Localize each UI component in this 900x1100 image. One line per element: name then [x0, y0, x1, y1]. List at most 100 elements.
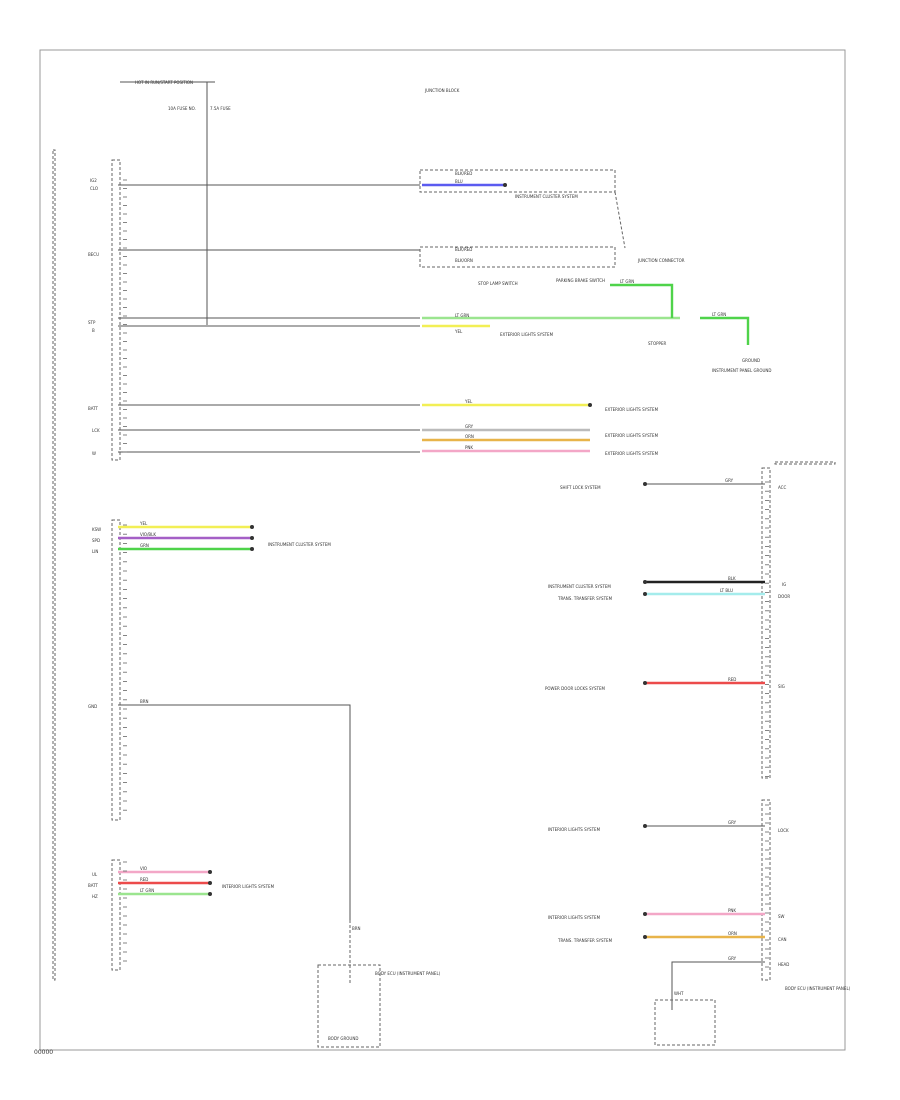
svg-text:ACC: ACC: [778, 485, 786, 490]
green-wire-3: [700, 316, 750, 345]
svg-text:KSW: KSW: [92, 527, 101, 532]
svg-text:HZ: HZ: [92, 894, 98, 899]
svg-text:BLK: BLK: [728, 576, 736, 581]
cluster-label-left: INSTRUMENT CLUSTER SYSTEM: [268, 542, 331, 547]
svg-text:BLK/RED: BLK/RED: [455, 247, 472, 252]
svg-text:SPD: SPD: [92, 538, 100, 543]
left-ground-wire: [118, 704, 351, 920]
svg-text:LCK: LCK: [92, 428, 100, 433]
svg-text:LT GRN: LT GRN: [140, 888, 154, 893]
stopper-label: STOPPER: [648, 341, 666, 346]
svg-text:BRN: BRN: [352, 926, 361, 931]
svg-text:WHT: WHT: [674, 991, 684, 996]
battery-feed: HOT IN RUN/START POSITION 10A FUSE NO. 7…: [120, 80, 460, 325]
svg-text:CAN: CAN: [778, 937, 787, 942]
svg-text:INSTRUMENT CLUSTER SYSTEM: INSTRUMENT CLUSTER SYSTEM: [548, 584, 611, 589]
svg-text:B: B: [92, 328, 95, 333]
svg-text:IG: IG: [782, 582, 786, 587]
svg-text:BLK/ORN: BLK/ORN: [455, 258, 473, 263]
wire-terminal: [250, 536, 254, 540]
right-ground-box: [654, 999, 716, 1046]
wire-terminal: [208, 892, 212, 896]
svg-text:DOOR: DOOR: [778, 594, 790, 599]
fuse-left-label: 10A FUSE NO.: [168, 106, 196, 111]
svg-text:BATT: BATT: [88, 406, 99, 411]
svg-text:CLO: CLO: [90, 186, 98, 191]
svg-text:RED: RED: [728, 677, 736, 682]
svg-text:TRANS. TRANSFER SYSTEM: TRANS. TRANSFER SYSTEM: [557, 596, 613, 601]
wire-terminal: [643, 592, 647, 596]
connector-right-note: BODY ECU (INSTRUMENT PANEL): [785, 986, 851, 991]
wire-terminal: [643, 935, 647, 939]
svg-text:GRN: GRN: [140, 543, 149, 548]
park-sw-label: PARKING BRAKE SWITCH: [556, 278, 605, 283]
wire-terminal: [250, 547, 254, 551]
body-ground-label: BODY GROUND: [328, 1036, 358, 1041]
footer-code: 00000: [34, 1049, 53, 1056]
svg-text:BECU: BECU: [88, 252, 99, 257]
wire-terminal: [588, 403, 592, 407]
jb-connector-b: [419, 246, 616, 268]
svg-text:GRY: GRY: [728, 820, 737, 825]
pin-labels: IG2 CLO BECU STP B BATT LCK W KSW SPD LI…: [88, 178, 790, 967]
svg-text:SHIFT LOCK SYSTEM: SHIFT LOCK SYSTEM: [560, 485, 601, 490]
right-wire-8: [671, 961, 765, 1010]
svg-text:INTERIOR LIGHTS SYSTEM: INTERIOR LIGHTS SYSTEM: [548, 915, 601, 920]
svg-text:SW: SW: [778, 914, 785, 919]
svg-text:PNK: PNK: [465, 445, 473, 450]
svg-text:SIG: SIG: [778, 684, 785, 689]
wire-terminal: [208, 881, 212, 885]
jc-label: JUNCTION CONNECTOR: [637, 258, 685, 263]
right-connector-box-1: [761, 467, 771, 779]
svg-text:POWER DOOR LOCKS SYSTEM: POWER DOOR LOCKS SYSTEM: [545, 686, 605, 691]
svg-text:VIO: VIO: [140, 866, 147, 871]
right-connector-box-2: [761, 799, 771, 981]
svg-text:GRY: GRY: [465, 424, 474, 429]
mid-connector-box: [111, 519, 121, 821]
svg-text:YEL: YEL: [464, 399, 473, 404]
wire-terminal: [643, 482, 647, 486]
svg-text:STP: STP: [88, 320, 96, 325]
svg-text:BATT: BATT: [88, 883, 99, 888]
left-connector-edge: [52, 149, 56, 981]
svg-text:RED: RED: [140, 877, 148, 882]
svg-text:HEAD: HEAD: [778, 962, 789, 967]
svg-text:YEL: YEL: [454, 329, 463, 334]
jb-connector-a: [419, 169, 616, 193]
junction-block-label: JUNCTION BLOCK: [424, 88, 460, 93]
wire-terminal: [208, 870, 212, 874]
fuse-right-label: 7.5A FUSE: [210, 106, 231, 111]
svg-text:LT GRN: LT GRN: [620, 279, 634, 284]
top-wire-bundle: [118, 184, 420, 453]
svg-text:IG2: IG2: [90, 178, 97, 183]
svg-text:EXTERIOR LIGHTS SYSTEM: EXTERIOR LIGHTS SYSTEM: [605, 433, 659, 438]
svg-text:EXTERIOR LIGHTS SYSTEM: EXTERIOR LIGHTS SYSTEM: [605, 407, 659, 412]
svg-text:ORN: ORN: [728, 931, 737, 936]
svg-text:GRY: GRY: [725, 478, 734, 483]
low-connector-box: [111, 859, 121, 971]
interior-lights-label-1: INSTRUMENT CLUSTER SYSTEM: [515, 194, 578, 199]
interior-label-left: INTERIOR LIGHTS SYSTEM: [222, 884, 275, 889]
svg-text:VIO/BLK: VIO/BLK: [140, 532, 156, 537]
ground-right-label: GROUND: [742, 358, 760, 363]
svg-text:BLK/RED: BLK/RED: [455, 171, 472, 176]
green-wire-2: [610, 283, 674, 318]
svg-text:BLU: BLU: [455, 179, 463, 184]
svg-text:PNK: PNK: [728, 908, 736, 913]
svg-text:ORN: ORN: [465, 434, 474, 439]
svg-text:LT GRN: LT GRN: [455, 313, 469, 318]
top-connector-box: [111, 159, 121, 461]
svg-text:HOT IN RUN/START POSITION: HOT IN RUN/START POSITION: [135, 80, 193, 85]
svg-text:GRY: GRY: [728, 956, 737, 961]
svg-text:W: W: [92, 451, 96, 456]
connector-left-note: BODY ECU (INSTRUMENT PANEL): [375, 971, 441, 976]
exterior-label-1: EXTERIOR LIGHTS SYSTEM: [500, 332, 554, 337]
wire-terminal: [643, 912, 647, 916]
svg-text:LIN: LIN: [92, 549, 98, 554]
svg-text:LT GRN: LT GRN: [712, 312, 726, 317]
connector-pins: [123, 179, 769, 968]
svg-text:EXTERIOR LIGHTS SYSTEM: EXTERIOR LIGHTS SYSTEM: [605, 451, 659, 456]
stop-lamp-label: STOP LAMP SWITCH: [478, 281, 518, 286]
svg-text:INTERIOR LIGHTS SYSTEM: INTERIOR LIGHTS SYSTEM: [548, 827, 601, 832]
ground-note-label: INSTRUMENT PANEL GROUND: [712, 368, 772, 373]
